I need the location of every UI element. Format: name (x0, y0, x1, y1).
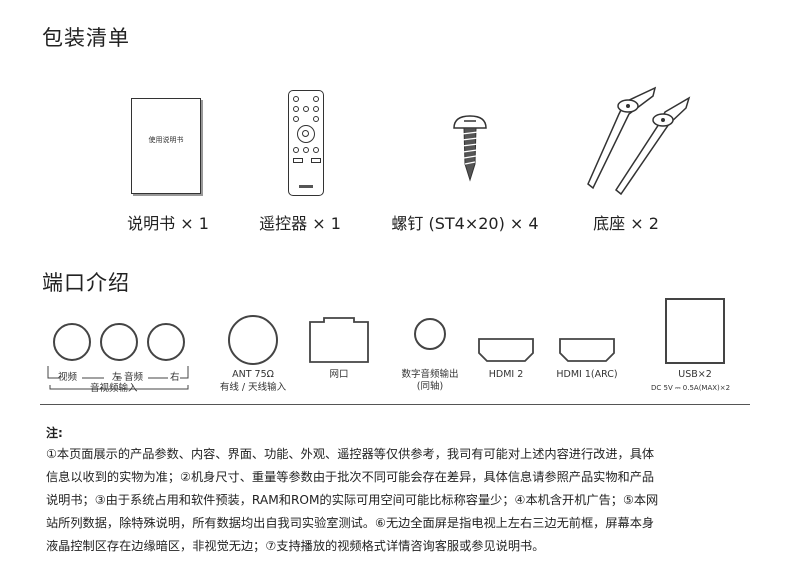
usb-spec-label: DC 5V ⎓ 0.5A(MAX)×2 (651, 384, 731, 392)
av-video-jack (53, 323, 91, 361)
remote-dpad (297, 125, 315, 143)
packing-list-title: 包装清单 (42, 26, 130, 50)
remote-button (313, 116, 319, 122)
coaxial-jack (414, 318, 446, 350)
remote-button (293, 116, 299, 122)
lan-label: 网口 (329, 369, 349, 380)
screw-label: 螺钉 (ST4×20) × 4 (391, 214, 539, 233)
av-audio-right-jack (147, 323, 185, 361)
notes-title: 注: (46, 426, 63, 440)
note-line: 液晶控制区存在边缘暗区，非视觉无边；⑦支持播放的视频格式详情咨询客服或参见说明书… (46, 539, 545, 553)
remote-button (293, 96, 299, 102)
av-bracket-lines (47, 366, 189, 390)
remote-button (293, 106, 299, 112)
manual-label: 说明书 × 1 (127, 214, 209, 233)
manual-book-text: 使用说明书 (148, 136, 184, 144)
av-right-label: 右 (170, 372, 180, 383)
lan-port-icon (309, 317, 369, 363)
ant-sub-label: 有线 / 天线输入 (219, 382, 287, 393)
manual-book-icon: 使用说明书 (131, 98, 201, 194)
section-divider (40, 404, 750, 405)
ports-title: 端口介绍 (42, 271, 130, 295)
note-line: 站所列数据，除特殊说明，所有数据均出自我司实验室测试。⑥无边全面屏是指电视上左右… (46, 516, 655, 530)
ant-jack (228, 315, 278, 365)
remote-button (293, 147, 299, 153)
av-left-label: 左 (112, 372, 122, 383)
remote-button (313, 147, 319, 153)
av-video-label: 视频 (58, 372, 78, 383)
coaxial-sub-label: (同轴) (416, 381, 444, 392)
av-group-label: 音视频输入 (90, 383, 138, 394)
remote-button (313, 106, 319, 112)
remote-button (313, 96, 319, 102)
remote-control-icon (288, 90, 324, 196)
hdmi1-port-icon (559, 338, 615, 362)
remote-button (303, 106, 309, 112)
note-line: 信息以收到的实物为准；②机身尺寸、重量等参数由于批次不同可能会存在差异，具体信息… (46, 470, 655, 484)
screw-icon (453, 115, 487, 182)
remote-button (293, 158, 303, 163)
remote-logo (299, 185, 313, 188)
av-audio-label: 音频 (124, 372, 144, 383)
usb-label: USB×2 (678, 369, 712, 380)
av-audio-left-jack (100, 323, 138, 361)
ant-label: ANT 75Ω (232, 369, 274, 380)
hdmi2-label: HDMI 2 (488, 369, 524, 380)
note-line: ①本页面展示的产品参数、内容、界面、功能、外观、遥控器等仅供参考，我司有可能对上… (46, 447, 655, 461)
coaxial-label: 数字音频输出 (401, 369, 459, 380)
note-line: 说明书；③由于系统占用和软件预装，RAM和ROM的实际可用空间可能比标称容量少；… (46, 493, 659, 507)
remote-button (311, 158, 321, 163)
hdmi2-port-icon (478, 338, 534, 362)
remote-button (303, 147, 309, 153)
stand-leg-icon (587, 86, 691, 196)
remote-label: 遥控器 × 1 (259, 214, 341, 233)
usb-port-icon (665, 298, 725, 364)
stand-label: 底座 × 2 (593, 214, 659, 233)
notes-body: ①本页面展示的产品参数、内容、界面、功能、外观、遥控器等仅供参考，我司有可能对上… (46, 443, 758, 558)
hdmi1-label: HDMI 1(ARC) (556, 369, 618, 380)
